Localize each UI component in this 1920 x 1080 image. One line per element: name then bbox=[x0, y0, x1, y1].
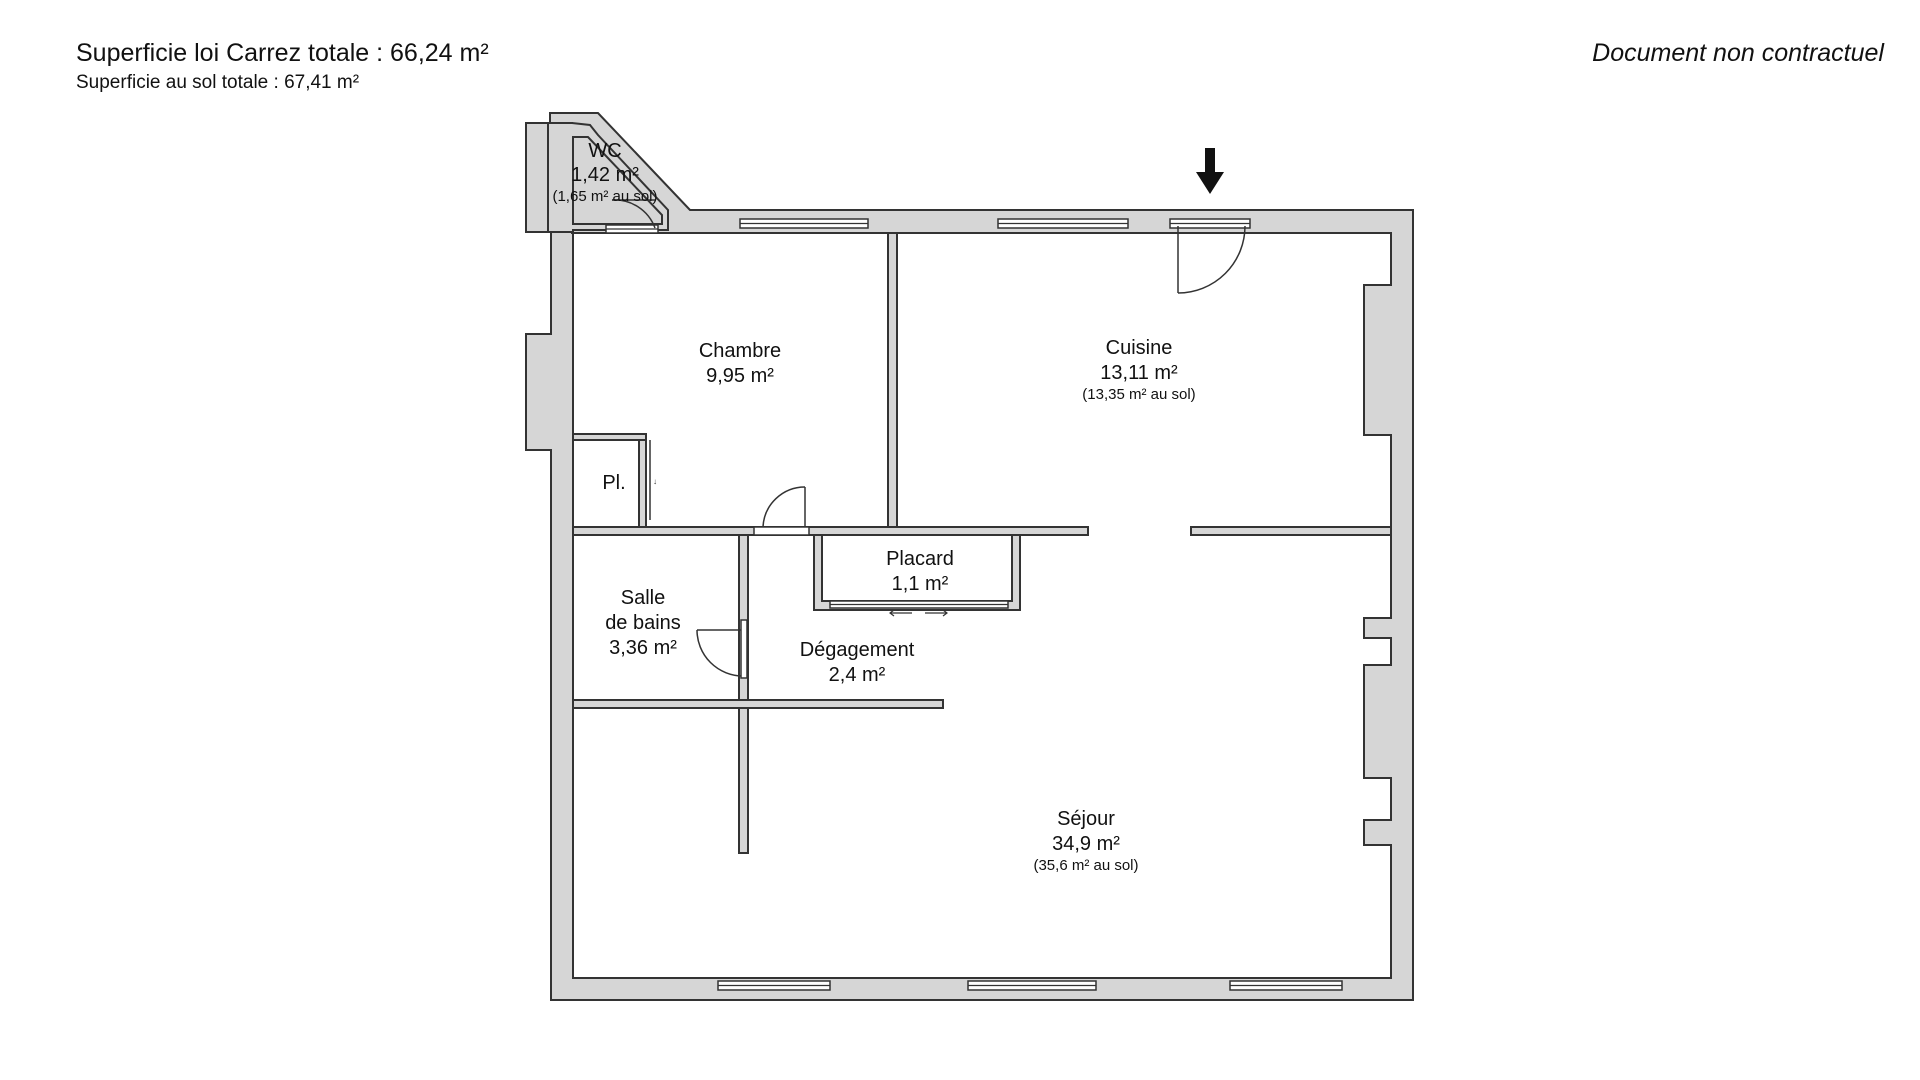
total-carrez-area: Superficie loi Carrez totale : 66,24 m² bbox=[76, 39, 489, 67]
room-degagement: Dégagement 2,4 m² bbox=[800, 639, 915, 686]
room-sejour: Séjour 34,9 m² (35,6 m² au sol) bbox=[1033, 808, 1138, 874]
sdb-name-line1: Salle bbox=[621, 587, 665, 609]
svg-text:↓: ↓ bbox=[653, 477, 657, 486]
cuisine-area: 13,11 m² bbox=[1100, 362, 1178, 384]
pl-name: Pl. bbox=[602, 472, 625, 494]
disclaimer: Document non contractuel bbox=[1592, 39, 1884, 67]
degagement-area: 2,4 m² bbox=[829, 664, 886, 686]
doors bbox=[611, 199, 1246, 679]
entrance-arrow-icon bbox=[1196, 148, 1224, 194]
wc-name: WC bbox=[588, 140, 621, 162]
wall-bath-bottom bbox=[572, 699, 944, 709]
sejour-floor-area: (35,6 m² au sol) bbox=[1033, 857, 1138, 874]
room-salle-de-bains: Salle de bains 3,36 m² bbox=[605, 587, 681, 659]
room-placard-small: Pl. bbox=[602, 472, 625, 494]
wall-cuisine-bottom-right bbox=[1190, 526, 1392, 536]
placard-area: 1,1 m² bbox=[892, 573, 949, 595]
wall-bath-right bbox=[738, 534, 749, 854]
sdb-area: 3,36 m² bbox=[609, 637, 677, 659]
sejour-area: 34,9 m² bbox=[1052, 833, 1120, 855]
wall-chambre-bottom bbox=[572, 526, 1089, 536]
windows bbox=[605, 218, 1343, 991]
room-placard: Placard 1,1 m² bbox=[886, 548, 954, 595]
placard-name: Placard bbox=[886, 548, 954, 570]
cuisine-floor-area: (13,35 m² au sol) bbox=[1082, 386, 1195, 403]
room-cuisine: Cuisine 13,11 m² (13,35 m² au sol) bbox=[1082, 337, 1195, 403]
wall-pl-right bbox=[638, 436, 647, 528]
sliding-door-arrows-icon: ↓ bbox=[653, 477, 948, 617]
room-wc: WC 1,42 m² (1,65 m² au sol) bbox=[552, 140, 657, 205]
cuisine-name: Cuisine bbox=[1106, 337, 1173, 359]
sejour-name: Séjour bbox=[1057, 808, 1115, 830]
outer-walls bbox=[525, 112, 1414, 1001]
wall-chambre-cuisine bbox=[887, 232, 898, 528]
total-floor-area: Superficie au sol totale : 67,41 m² bbox=[76, 72, 360, 93]
wall-pl-top bbox=[572, 433, 647, 441]
chambre-name: Chambre bbox=[699, 340, 781, 362]
room-chambre: Chambre 9,95 m² bbox=[699, 340, 781, 387]
wc-area: 1,42 m² bbox=[571, 164, 639, 186]
degagement-name: Dégagement bbox=[800, 639, 915, 661]
sdb-name-line2: de bains bbox=[605, 612, 681, 634]
wc-floor-area: (1,65 m² au sol) bbox=[552, 188, 657, 205]
chambre-area: 9,95 m² bbox=[706, 365, 774, 387]
